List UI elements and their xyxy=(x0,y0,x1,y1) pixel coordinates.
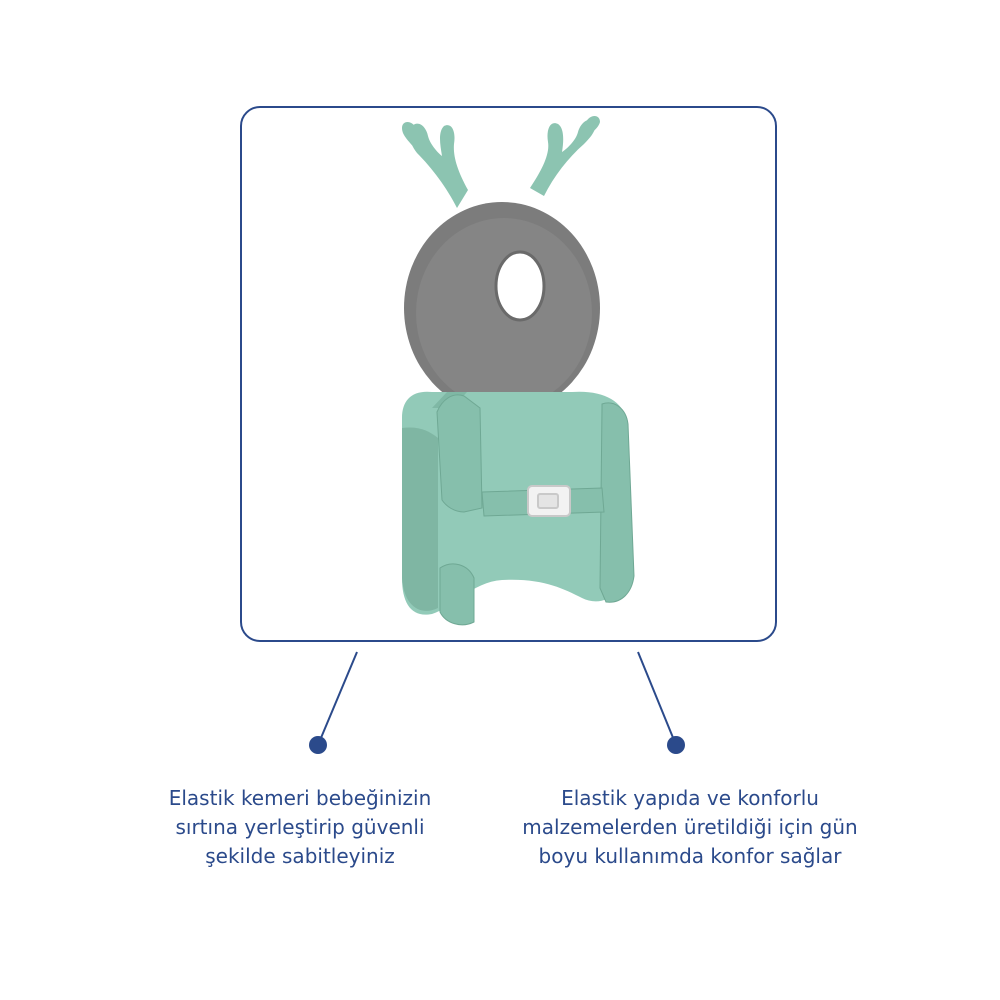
right-connector-line xyxy=(637,651,677,746)
buckle xyxy=(527,485,571,517)
product-image-frame xyxy=(240,106,777,642)
left-antler xyxy=(402,122,468,208)
left-connector-line xyxy=(317,651,358,746)
head-ring-pillow xyxy=(404,202,600,414)
product-image xyxy=(402,116,635,626)
left-feature-caption: Elastik kemeri bebeğinizin sırtına yerle… xyxy=(168,786,432,868)
right-connector-dot xyxy=(667,736,685,754)
right-antler xyxy=(530,116,600,196)
left-connector-dot xyxy=(309,736,327,754)
elastic-straps xyxy=(436,394,635,626)
right-feature-caption: Elastik yapıda ve konforlu malzemelerden… xyxy=(522,786,858,868)
